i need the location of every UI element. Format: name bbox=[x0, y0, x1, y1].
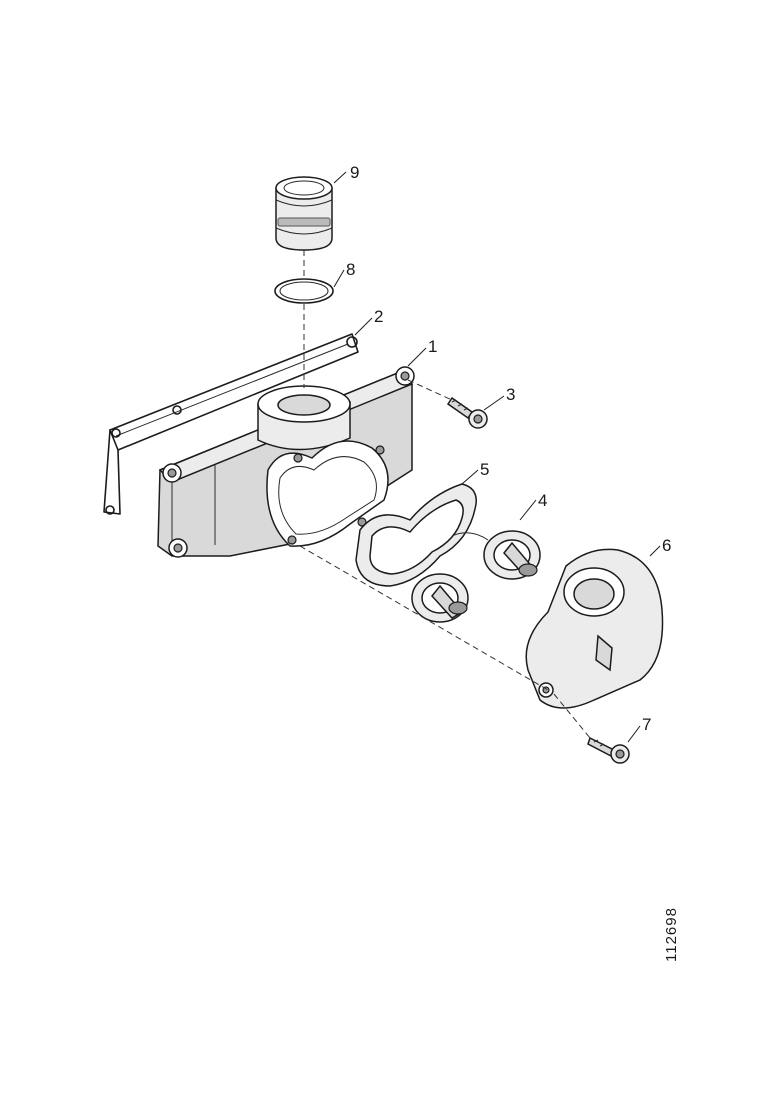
callout-9: 9 bbox=[350, 163, 359, 182]
part-2-housing-gasket bbox=[103, 333, 359, 515]
part-8-o-ring bbox=[274, 278, 334, 304]
part-3-bolt bbox=[446, 396, 488, 429]
part-4-thermostats bbox=[411, 530, 541, 623]
callout-1: 1 bbox=[428, 337, 437, 356]
callout-2: 2 bbox=[374, 307, 383, 326]
callout-5: 5 bbox=[480, 460, 489, 479]
part-9-pipe-sleeve bbox=[275, 176, 333, 251]
part-1-thermostat-housing bbox=[157, 366, 415, 558]
part-5-thermostat-gasket bbox=[355, 483, 477, 587]
callout-7: 7 bbox=[642, 715, 651, 734]
callout-4: 4 bbox=[538, 491, 547, 510]
part-6-outlet-cover bbox=[525, 548, 664, 709]
callout-6: 6 bbox=[662, 536, 671, 555]
callout-8: 8 bbox=[346, 260, 355, 279]
callout-3: 3 bbox=[506, 385, 515, 404]
part-7-screw bbox=[587, 736, 630, 764]
figure-id: 112698 bbox=[663, 907, 680, 962]
